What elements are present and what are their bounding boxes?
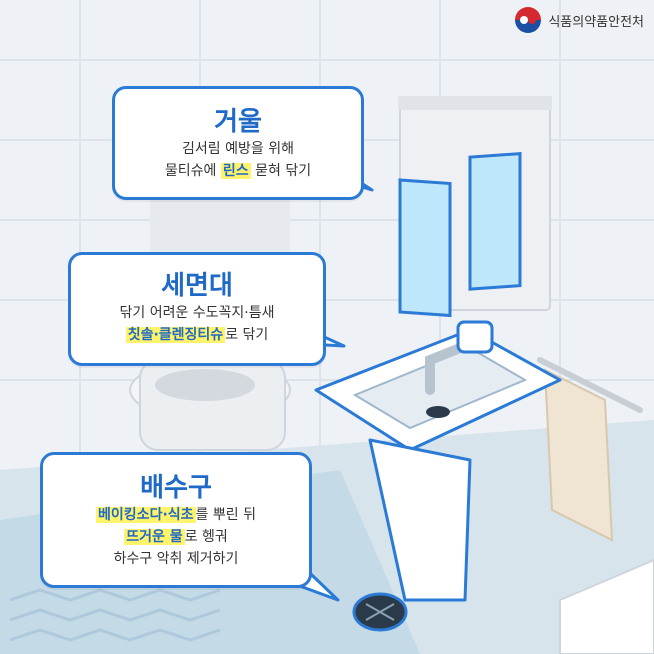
mirror-tip-title: 거울	[214, 107, 262, 137]
drain-tip-line2-suffix: 로 헹궈	[184, 529, 228, 545]
mirror-tip-line2-suffix: 묻혀 닦기	[250, 163, 312, 179]
mirror-tip-highlight: 린스	[220, 163, 251, 179]
organization-name: 식품의약품안전처	[548, 14, 644, 30]
drain-tip-title: 배수구	[140, 473, 212, 503]
mirror-tip-line2-prefix: 물티슈에	[164, 163, 221, 179]
sink-tip-highlight: 칫솔·클렌징티슈	[125, 327, 226, 343]
mirror-tip-line2: 물티슈에 린스 묻혀 닦기	[115, 160, 361, 182]
mirror-tip-bubble: 거울 김서림 예방을 위해 물티슈에 린스 묻혀 닦기	[112, 86, 364, 200]
drain-tip-highlight-1: 베이킹소다·식초	[96, 507, 196, 523]
drain-tip-highlight-2: 뜨거운 물	[124, 529, 185, 545]
mirror-tip-line1: 김서림 예방을 위해	[182, 141, 294, 157]
sink-tip-title: 세면대	[161, 271, 233, 301]
sink-tip-line2-suffix: 로 닦기	[225, 327, 269, 343]
drain-tip-line1-suffix: 를 뿌린 뒤	[195, 507, 256, 523]
government-emblem-icon	[515, 7, 542, 33]
sink-tip-line1: 닦기 어려운 수도꼭지·틈새	[119, 305, 275, 321]
drain-tip-line3: 하수구 악취 제거하기	[113, 551, 239, 567]
header: 식품의약품안전처	[514, 6, 644, 34]
